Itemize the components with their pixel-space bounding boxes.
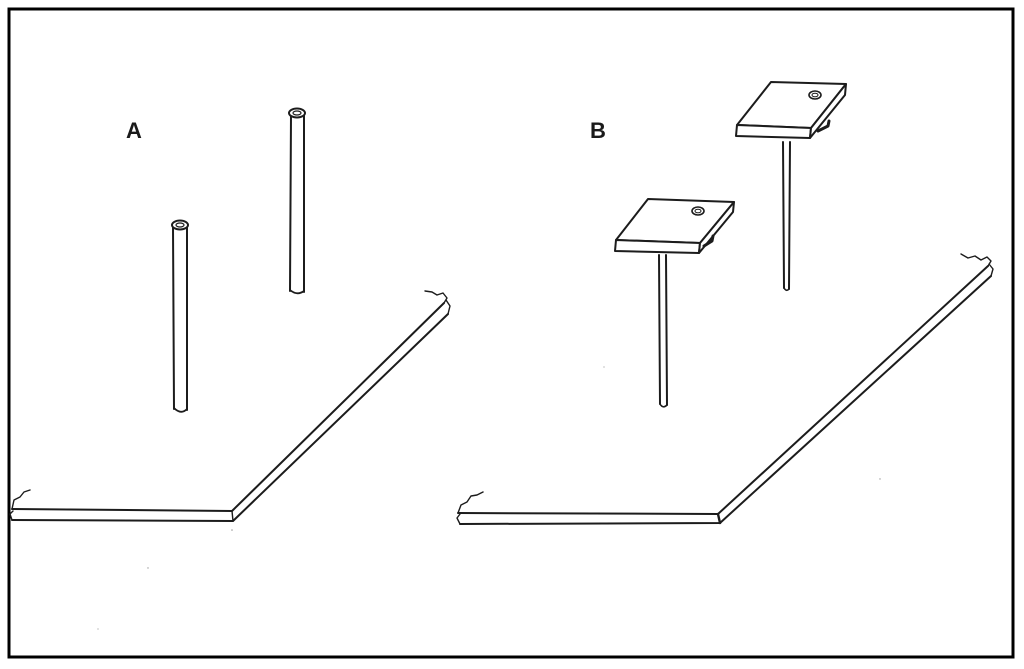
panel-a-floor-rail [9,290,451,522]
paper-specks [97,366,881,630]
panel-b-rear-bolt [808,90,822,100]
panel-b-front-post [614,198,735,408]
panel-b-rear-post [735,81,847,292]
figure-frame [7,7,1015,659]
panel-a: A [9,107,451,522]
panel-b-front-bolt [691,206,705,216]
panel-b-label: B [590,118,606,143]
panel-a-rear-pipe [288,107,306,295]
panel-b: B [456,81,994,525]
panel-a-front-pipe [171,219,189,413]
panel-a-label: A [126,118,142,143]
panel-b-floor-rail [456,253,994,525]
